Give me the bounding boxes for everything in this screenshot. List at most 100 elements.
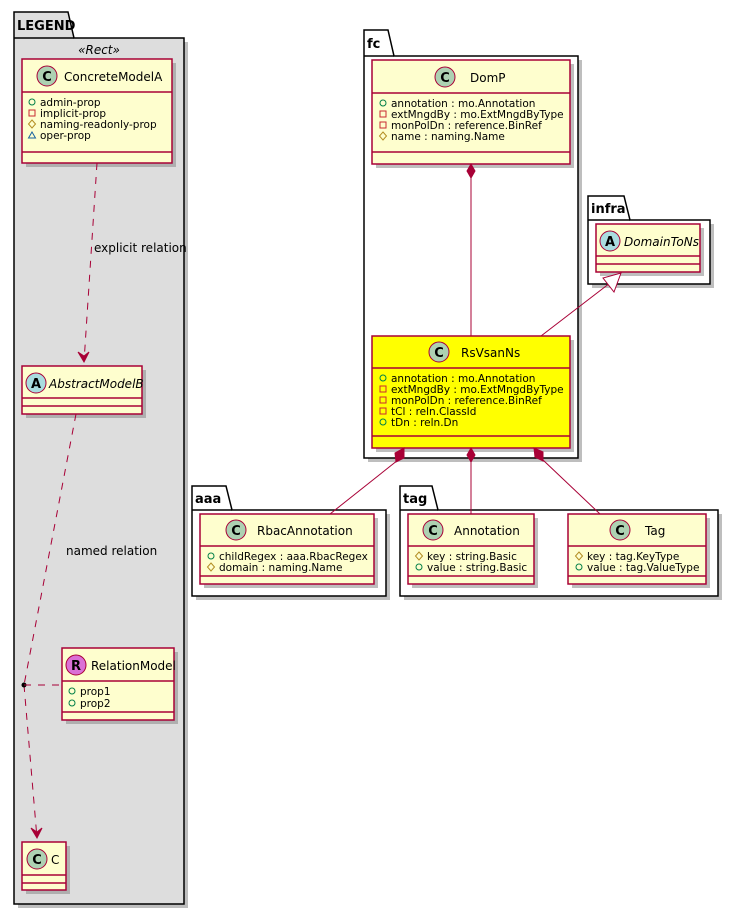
class-rsvsanns[interactable]: C RsVsanNs annotation : mo.Annotation ex… xyxy=(371,335,574,452)
public-visibility-icon xyxy=(575,563,583,571)
private-visibility-icon xyxy=(379,396,387,404)
fc-package-name: fc xyxy=(367,37,380,52)
relation-rsvsanns-domaintons xyxy=(540,272,622,337)
relation-rsvsanns-annotation xyxy=(466,446,476,514)
package-visibility-icon xyxy=(206,562,216,572)
svg-text:C: C xyxy=(32,853,42,868)
public-visibility-icon xyxy=(68,687,76,695)
class-name: Annotation xyxy=(454,524,520,538)
inheritance-triangle-icon xyxy=(602,272,622,294)
svg-text:C: C xyxy=(440,71,450,86)
legend-stereotype: «Rect» xyxy=(78,43,120,57)
svg-text:name : naming.Name: name : naming.Name xyxy=(391,131,505,143)
legend-package-name: LEGEND xyxy=(17,19,76,34)
public-visibility-icon xyxy=(415,563,423,571)
svg-text:monPolDn : reference.BinRef: monPolDn : reference.BinRef xyxy=(391,120,542,132)
private-visibility-icon xyxy=(379,407,387,415)
relation-domp-rsvsanns xyxy=(466,162,476,336)
tag-package: tag C Annotation key : string.Basic valu… xyxy=(399,485,722,600)
svg-text:domain : naming.Name: domain : naming.Name xyxy=(219,562,342,574)
svg-text:extMngdBy : mo.ExtMngdByType: extMngdBy : mo.ExtMngdByType xyxy=(391,384,564,396)
class-concretemodela[interactable]: C ConcreteModelA admin-prop implicit-pro… xyxy=(21,58,176,167)
class-c-icon xyxy=(422,519,444,541)
class-name: C xyxy=(51,853,59,867)
svg-text:monPolDn : reference.BinRef: monPolDn : reference.BinRef xyxy=(391,395,542,407)
named-relation-label: named relation xyxy=(66,544,157,558)
public-visibility-icon xyxy=(379,99,387,107)
svg-text:C: C xyxy=(42,70,52,85)
explicit-relation-label: explicit relation xyxy=(94,241,187,255)
svg-text:A: A xyxy=(31,377,41,392)
class-relationmodel[interactable]: R RelationModel prop1 prop2 xyxy=(61,647,178,724)
public-visibility-icon xyxy=(28,98,36,106)
private-visibility-icon xyxy=(379,385,387,393)
class-name: DomainToNs xyxy=(624,235,699,249)
svg-text:prop2: prop2 xyxy=(80,698,111,710)
class-c-icon xyxy=(428,341,450,363)
svg-text:admin-prop: admin-prop xyxy=(40,97,101,109)
infra-package: infra A DomainToNs xyxy=(587,195,714,288)
private-visibility-icon xyxy=(379,110,387,118)
svg-text:annotation : mo.Annotation: annotation : mo.Annotation xyxy=(391,98,535,110)
svg-text:extMngdBy : mo.ExtMngdByType: extMngdBy : mo.ExtMngdByType xyxy=(391,109,564,121)
public-visibility-icon xyxy=(68,699,76,707)
private-visibility-icon xyxy=(379,121,387,129)
svg-text:C: C xyxy=(231,524,241,539)
svg-text:implicit-prop: implicit-prop xyxy=(40,108,106,120)
svg-text:value : tag.ValueType: value : tag.ValueType xyxy=(587,562,699,574)
private-visibility-icon xyxy=(28,109,36,117)
fc-package: fc C DomP annotation : mo.Annotation ext… xyxy=(363,29,582,462)
class-domaintons[interactable]: A DomainToNs xyxy=(595,223,704,276)
composition-diamond-icon xyxy=(394,447,405,463)
package-visibility-icon xyxy=(574,551,584,561)
relation-rsvsanns-tag xyxy=(533,447,601,515)
class-name: Tag xyxy=(644,524,665,538)
aaa-package-name: aaa xyxy=(195,492,221,507)
class-c-icon xyxy=(26,848,48,870)
class-tag[interactable]: C Tag key : tag.KeyType value : tag.Valu… xyxy=(567,513,710,588)
svg-text:C: C xyxy=(428,524,438,539)
relation-rsvsanns-rbacannotation xyxy=(329,447,405,515)
public-visibility-icon xyxy=(207,552,215,560)
package-visibility-icon xyxy=(414,551,424,561)
arrow-head-icon xyxy=(77,351,90,364)
composition-diamond-icon xyxy=(466,446,476,464)
class-c[interactable]: C C xyxy=(21,841,70,894)
class-c-icon xyxy=(434,66,456,88)
svg-text:annotation : mo.Annotation: annotation : mo.Annotation xyxy=(391,373,535,385)
legend-package: LEGEND «Rect» C ConcreteModelA admin-pro… xyxy=(13,11,188,908)
aaa-package: aaa C RbacAnnotation childRegex : aaa.Rb… xyxy=(191,485,390,600)
tag-package-name: tag xyxy=(403,492,427,507)
class-abstractmodelb[interactable]: A AbstractModelB xyxy=(21,365,146,418)
svg-text:tCl : reln.ClassId: tCl : reln.ClassId xyxy=(391,406,476,418)
package-visibility-icon xyxy=(378,131,388,141)
svg-text:A: A xyxy=(605,235,615,250)
class-annotation[interactable]: C Annotation key : string.Basic value : … xyxy=(407,513,538,588)
svg-text:childRegex : aaa.RbacRegex: childRegex : aaa.RbacRegex xyxy=(219,551,368,563)
class-c-icon xyxy=(36,65,58,87)
svg-text:naming-readonly-prop: naming-readonly-prop xyxy=(40,119,157,131)
svg-text:prop1: prop1 xyxy=(80,686,111,698)
arrow-head-icon xyxy=(30,827,43,840)
class-name: RelationModel xyxy=(91,659,176,673)
public-visibility-icon xyxy=(379,418,387,426)
class-c-icon xyxy=(225,519,247,541)
svg-text:oper-prop: oper-prop xyxy=(40,130,91,142)
svg-text:C: C xyxy=(615,524,625,539)
class-rbacannotation[interactable]: C RbacAnnotation childRegex : aaa.RbacRe… xyxy=(199,513,378,588)
svg-text:key : string.Basic: key : string.Basic xyxy=(427,551,517,563)
svg-text:C: C xyxy=(434,346,444,361)
svg-text:tDn : reln.Dn: tDn : reln.Dn xyxy=(391,417,458,429)
class-name: RbacAnnotation xyxy=(257,524,353,538)
svg-text:value : string.Basic: value : string.Basic xyxy=(427,562,527,574)
class-name: DomP xyxy=(470,71,506,85)
svg-text:R: R xyxy=(71,659,81,674)
composition-diamond-icon xyxy=(466,162,476,180)
class-name: AbstractModelB xyxy=(48,377,144,391)
abstract-a-icon xyxy=(599,230,621,252)
svg-text:key : tag.KeyType: key : tag.KeyType xyxy=(587,551,679,563)
class-name: RsVsanNs xyxy=(461,346,520,360)
class-c-icon xyxy=(609,519,631,541)
class-domp[interactable]: C DomP annotation : mo.Annotation extMng… xyxy=(371,59,574,168)
